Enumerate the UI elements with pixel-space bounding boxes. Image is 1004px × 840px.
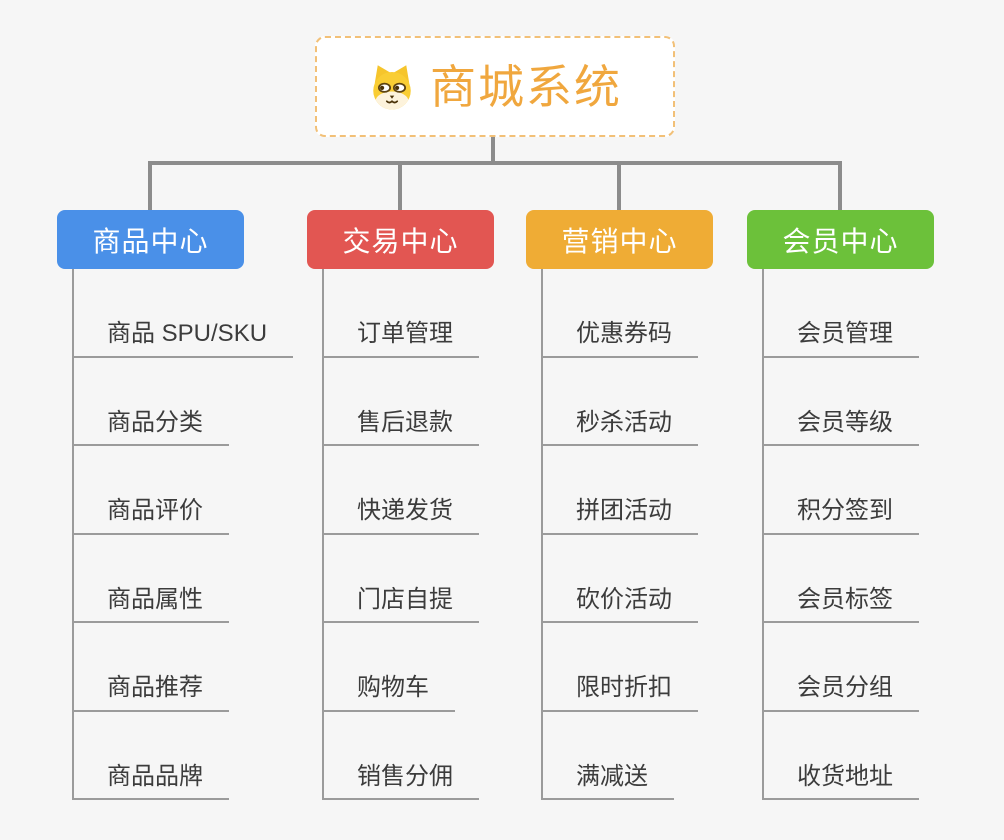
branch-items-marketing-center: 优惠券码 秒杀活动 拼团活动 砍价活动 限时折扣 满减送 — [541, 269, 698, 800]
mindmap-node[interactable]: 订单管理 — [324, 269, 479, 358]
branch-member-center: 会员中心 会员管理 会员等级 积分签到 会员标签 会员分组 收货地址 — [747, 210, 934, 800]
branch-node-marketing-center[interactable]: 营销中心 — [526, 210, 713, 269]
mindmap-node[interactable]: 快递发货 — [324, 446, 479, 535]
connector-drop-member — [838, 161, 842, 211]
connector-root-drop — [491, 137, 495, 163]
root-node[interactable]: 商城系统 — [315, 36, 675, 137]
branch-items-trade-center: 订单管理 售后退款 快递发货 门店自提 购物车 销售分佣 — [322, 269, 479, 800]
mindmap-node[interactable]: 商品推荐 — [74, 623, 229, 712]
mindmap-node[interactable]: 商品分类 — [74, 358, 229, 446]
mindmap-node[interactable]: 商品评价 — [74, 446, 229, 535]
branch-node-trade-center[interactable]: 交易中心 — [307, 210, 494, 269]
branch-product-center: 商品中心 商品 SPU/SKU 商品分类 商品评价 商品属性 商品推荐 商品品牌 — [57, 210, 294, 800]
mindmap-node[interactable]: 商品属性 — [74, 535, 229, 623]
mindmap-node[interactable]: 售后退款 — [324, 358, 479, 446]
mindmap-node[interactable]: 商品品牌 — [74, 712, 229, 800]
mindmap-node[interactable]: 商品 SPU/SKU — [74, 269, 294, 358]
connector-drop-product — [148, 161, 152, 211]
mindmap-node[interactable]: 会员等级 — [764, 358, 919, 446]
connector-horizontal — [148, 161, 842, 165]
mindmap-node[interactable]: 砍价活动 — [543, 535, 698, 623]
branch-node-product-center[interactable]: 商品中心 — [57, 210, 244, 269]
mindmap-node[interactable]: 销售分佣 — [324, 712, 479, 800]
mindmap-node[interactable]: 拼团活动 — [543, 446, 698, 535]
branch-marketing-center: 营销中心 优惠券码 秒杀活动 拼团活动 砍价活动 限时折扣 满减送 — [526, 210, 713, 800]
connector-drop-marketing — [617, 161, 621, 211]
branch-items-product-center: 商品 SPU/SKU 商品分类 商品评价 商品属性 商品推荐 商品品牌 — [72, 269, 294, 800]
branch-node-member-center[interactable]: 会员中心 — [747, 210, 934, 269]
root-title: 商城系统 — [430, 60, 622, 113]
mindmap-node[interactable]: 购物车 — [324, 623, 455, 712]
mindmap-node[interactable]: 门店自提 — [324, 535, 479, 623]
mindmap-node[interactable]: 满减送 — [543, 712, 674, 800]
mindmap-node[interactable]: 积分签到 — [764, 446, 919, 535]
mindmap-node[interactable]: 限时折扣 — [543, 623, 698, 712]
mindmap-node[interactable]: 收货地址 — [764, 712, 919, 800]
branch-trade-center: 交易中心 订单管理 售后退款 快递发货 门店自提 购物车 销售分佣 — [307, 210, 494, 800]
mindmap-node[interactable]: 秒杀活动 — [543, 358, 698, 446]
mindmap-node[interactable]: 会员管理 — [764, 269, 919, 358]
connector-drop-trade — [398, 161, 402, 211]
dog-icon — [373, 64, 411, 109]
mindmap-node[interactable]: 会员标签 — [764, 535, 919, 623]
mindmap-node[interactable]: 会员分组 — [764, 623, 919, 712]
branch-items-member-center: 会员管理 会员等级 积分签到 会员标签 会员分组 收货地址 — [762, 269, 919, 800]
mindmap-node[interactable]: 优惠券码 — [543, 269, 698, 358]
